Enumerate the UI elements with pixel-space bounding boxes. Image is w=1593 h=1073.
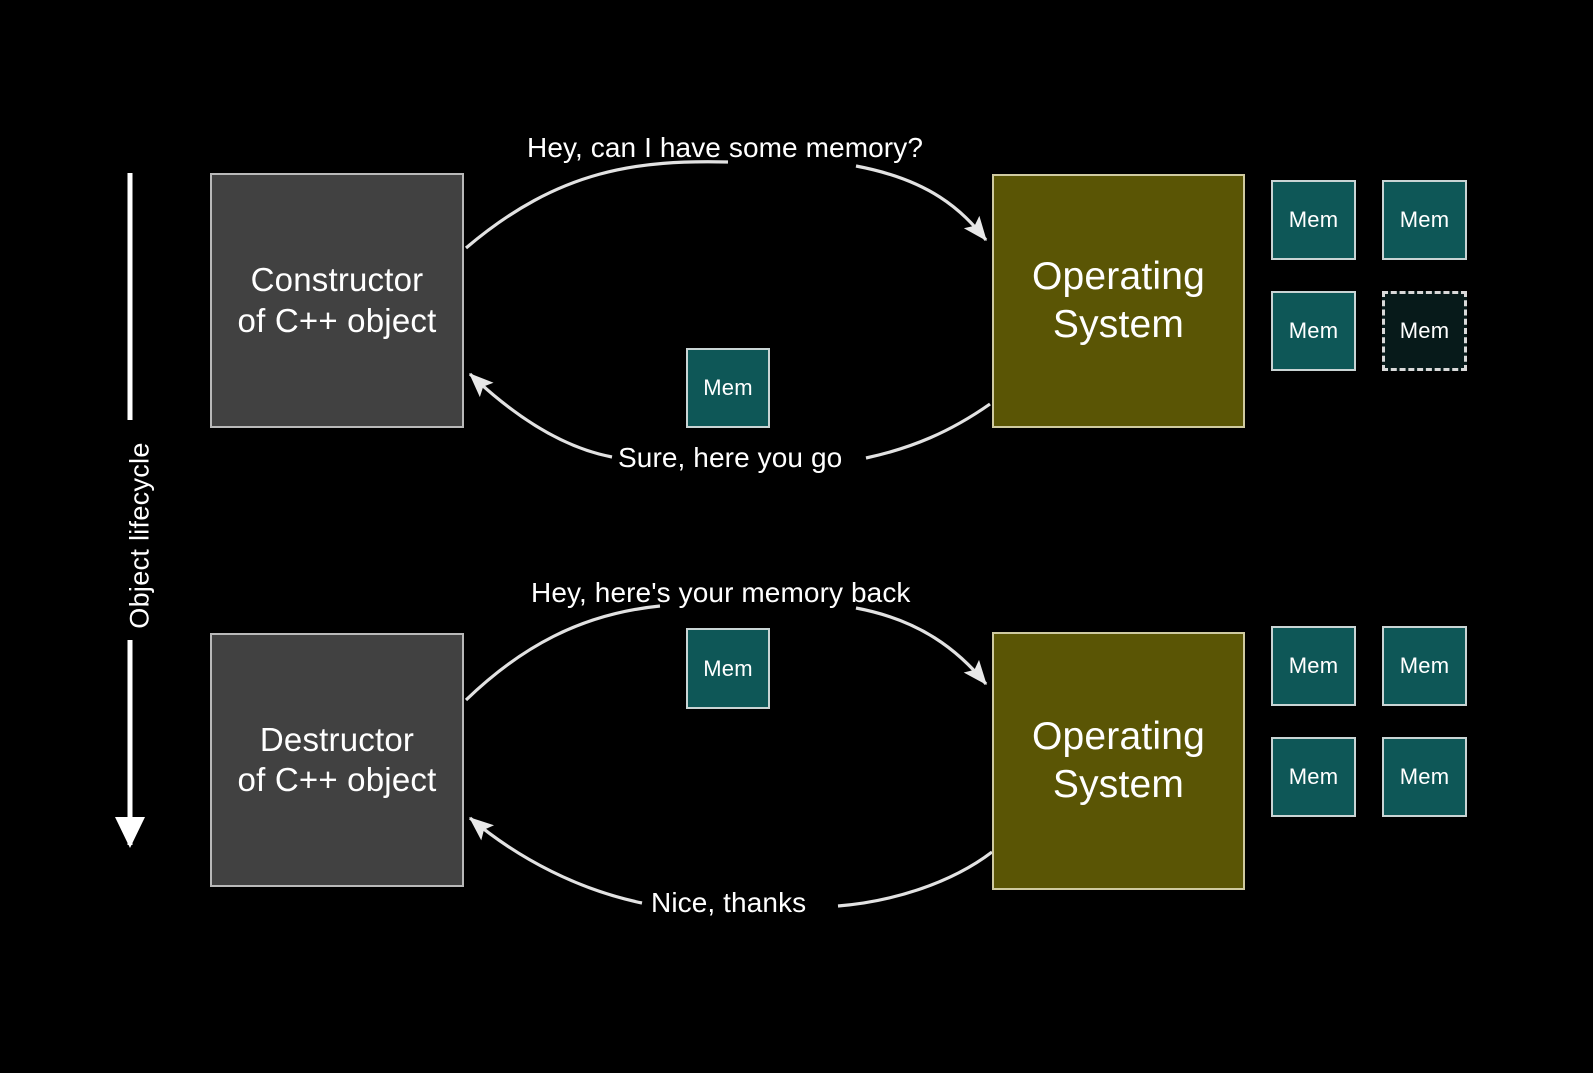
- mem-pool-top-slot-1[interactable]: Mem: [1271, 180, 1356, 260]
- destructor-box-label: Destructor of C++ object: [237, 720, 437, 798]
- mem-block-label: Mem: [1399, 207, 1450, 232]
- mem-pool-bottom-slot-2[interactable]: Mem: [1382, 626, 1467, 706]
- mem-block-label: Mem: [1288, 653, 1339, 678]
- caption-request-memory: Hey, can I have some memory?: [527, 132, 923, 163]
- mem-block-label: Mem: [1399, 653, 1450, 678]
- mem-pool-bottom-slot-1[interactable]: Mem: [1271, 626, 1356, 706]
- arrow-return-memory: [464, 604, 661, 702]
- operating-system-box-bottom[interactable]: Operating System: [992, 632, 1245, 890]
- mem-block-in-transit-top[interactable]: Mem: [686, 348, 770, 428]
- mem-block-label: Mem: [1288, 207, 1339, 232]
- operating-system-box-bottom-label: Operating System: [1031, 715, 1206, 806]
- caption-ack-thanks: Nice, thanks: [651, 887, 807, 918]
- mem-pool-bottom-slot-4[interactable]: Mem: [1382, 737, 1467, 817]
- mem-block-label: Mem: [703, 375, 753, 400]
- arrow-ack-thanks-tail: [837, 850, 993, 908]
- arrow-ack-thanks: [468, 816, 643, 905]
- caption-return-memory: Hey, here's your memory back: [531, 577, 911, 608]
- arrow-response-memory: [468, 372, 613, 459]
- mem-pool-top-slot-4-empty[interactable]: Mem: [1382, 291, 1467, 371]
- object-lifecycle-label: Object lifecycle: [124, 442, 155, 629]
- arrow-response-memory-tail: [865, 402, 991, 460]
- destructor-box[interactable]: Destructor of C++ object: [210, 633, 464, 887]
- mem-block-label: Mem: [1288, 318, 1339, 343]
- mem-block-label: Mem: [1288, 764, 1339, 789]
- mem-pool-top-slot-3[interactable]: Mem: [1271, 291, 1356, 371]
- mem-block-in-transit-bottom[interactable]: Mem: [686, 628, 770, 709]
- operating-system-box-top-label: Operating System: [1031, 255, 1206, 346]
- arrow-return-memory-tail: [855, 606, 988, 686]
- mem-block-label: Mem: [703, 655, 753, 681]
- mem-block-label: Mem: [1399, 318, 1450, 343]
- mem-block-label: Mem: [1399, 764, 1450, 789]
- constructor-box-label: Constructor of C++ object: [237, 261, 437, 339]
- arrow-request-memory: [464, 160, 729, 250]
- constructor-box[interactable]: Constructor of C++ object: [210, 173, 464, 428]
- mem-pool-bottom-slot-3[interactable]: Mem: [1271, 737, 1356, 817]
- operating-system-box-top[interactable]: Operating System: [992, 174, 1245, 428]
- mem-pool-top-slot-2[interactable]: Mem: [1382, 180, 1467, 260]
- arrow-request-memory-tail: [855, 164, 988, 241]
- caption-response-memory: Sure, here you go: [618, 442, 843, 473]
